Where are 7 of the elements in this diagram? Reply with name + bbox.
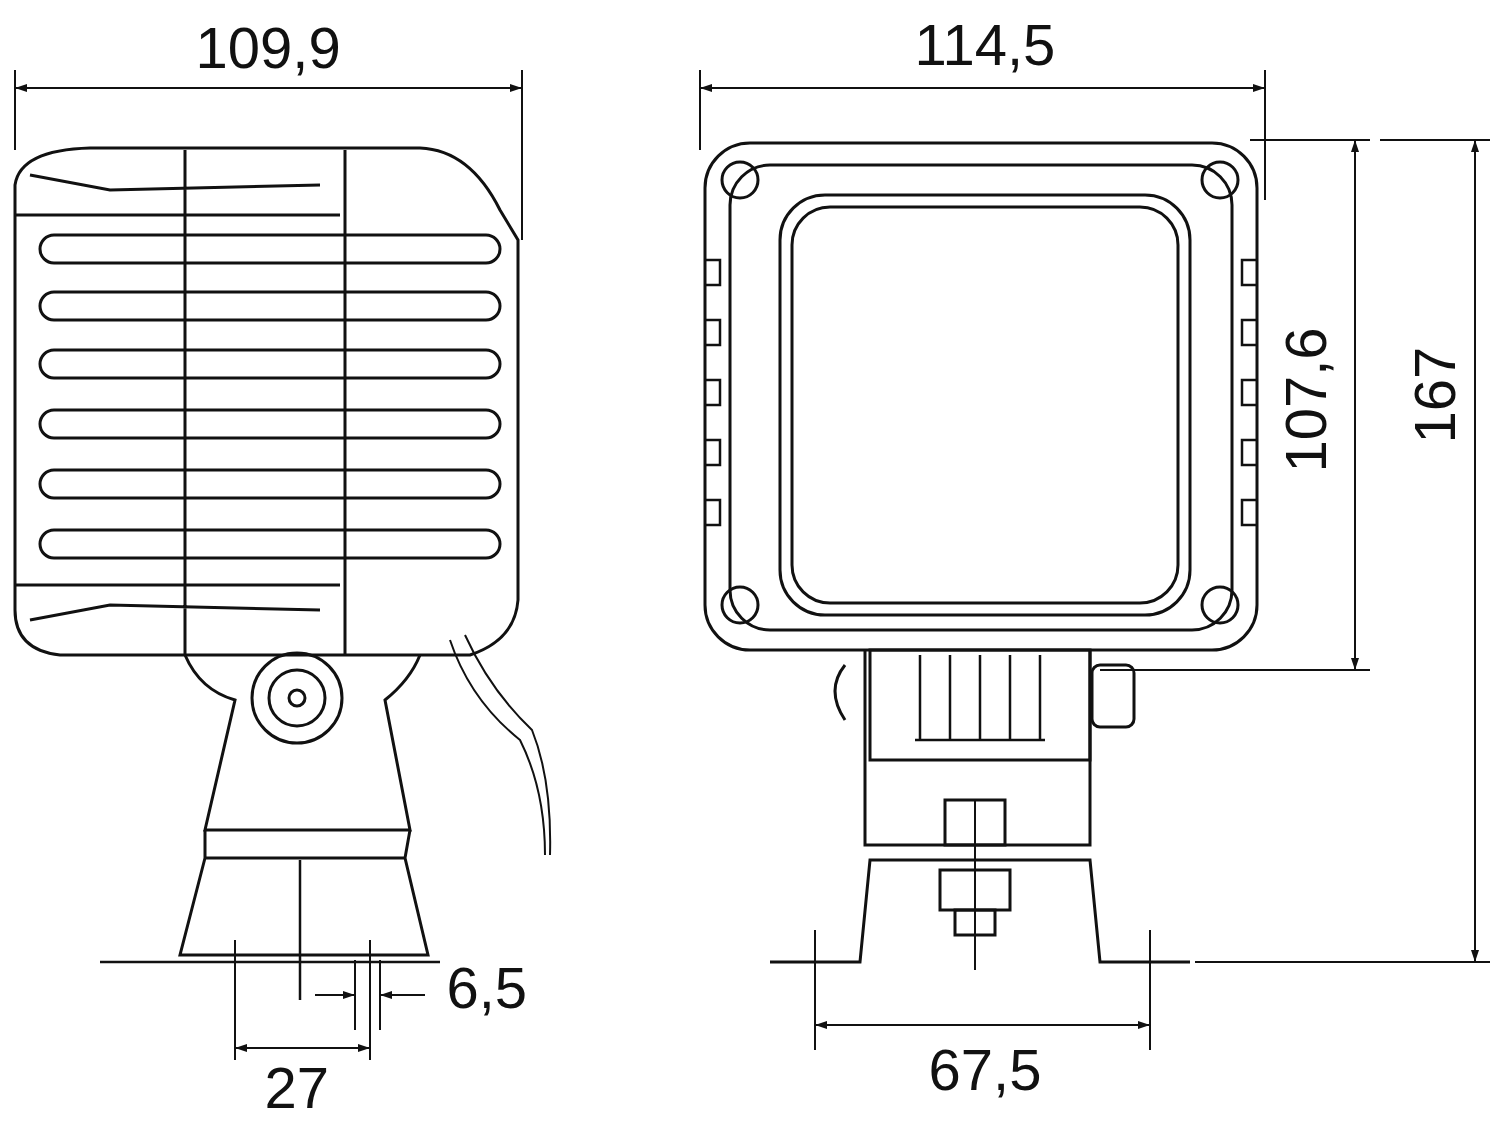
dimension-label: 6,5: [446, 959, 528, 1017]
dimension-label: 109,9: [195, 19, 341, 77]
dimension-label: 167: [1405, 346, 1464, 444]
dimension-label: 114,5: [914, 16, 1056, 74]
dimension-label: 67,5: [928, 1041, 1042, 1099]
dimension-label: 27: [264, 1059, 329, 1117]
dimension-label: 107,6: [1276, 327, 1335, 473]
